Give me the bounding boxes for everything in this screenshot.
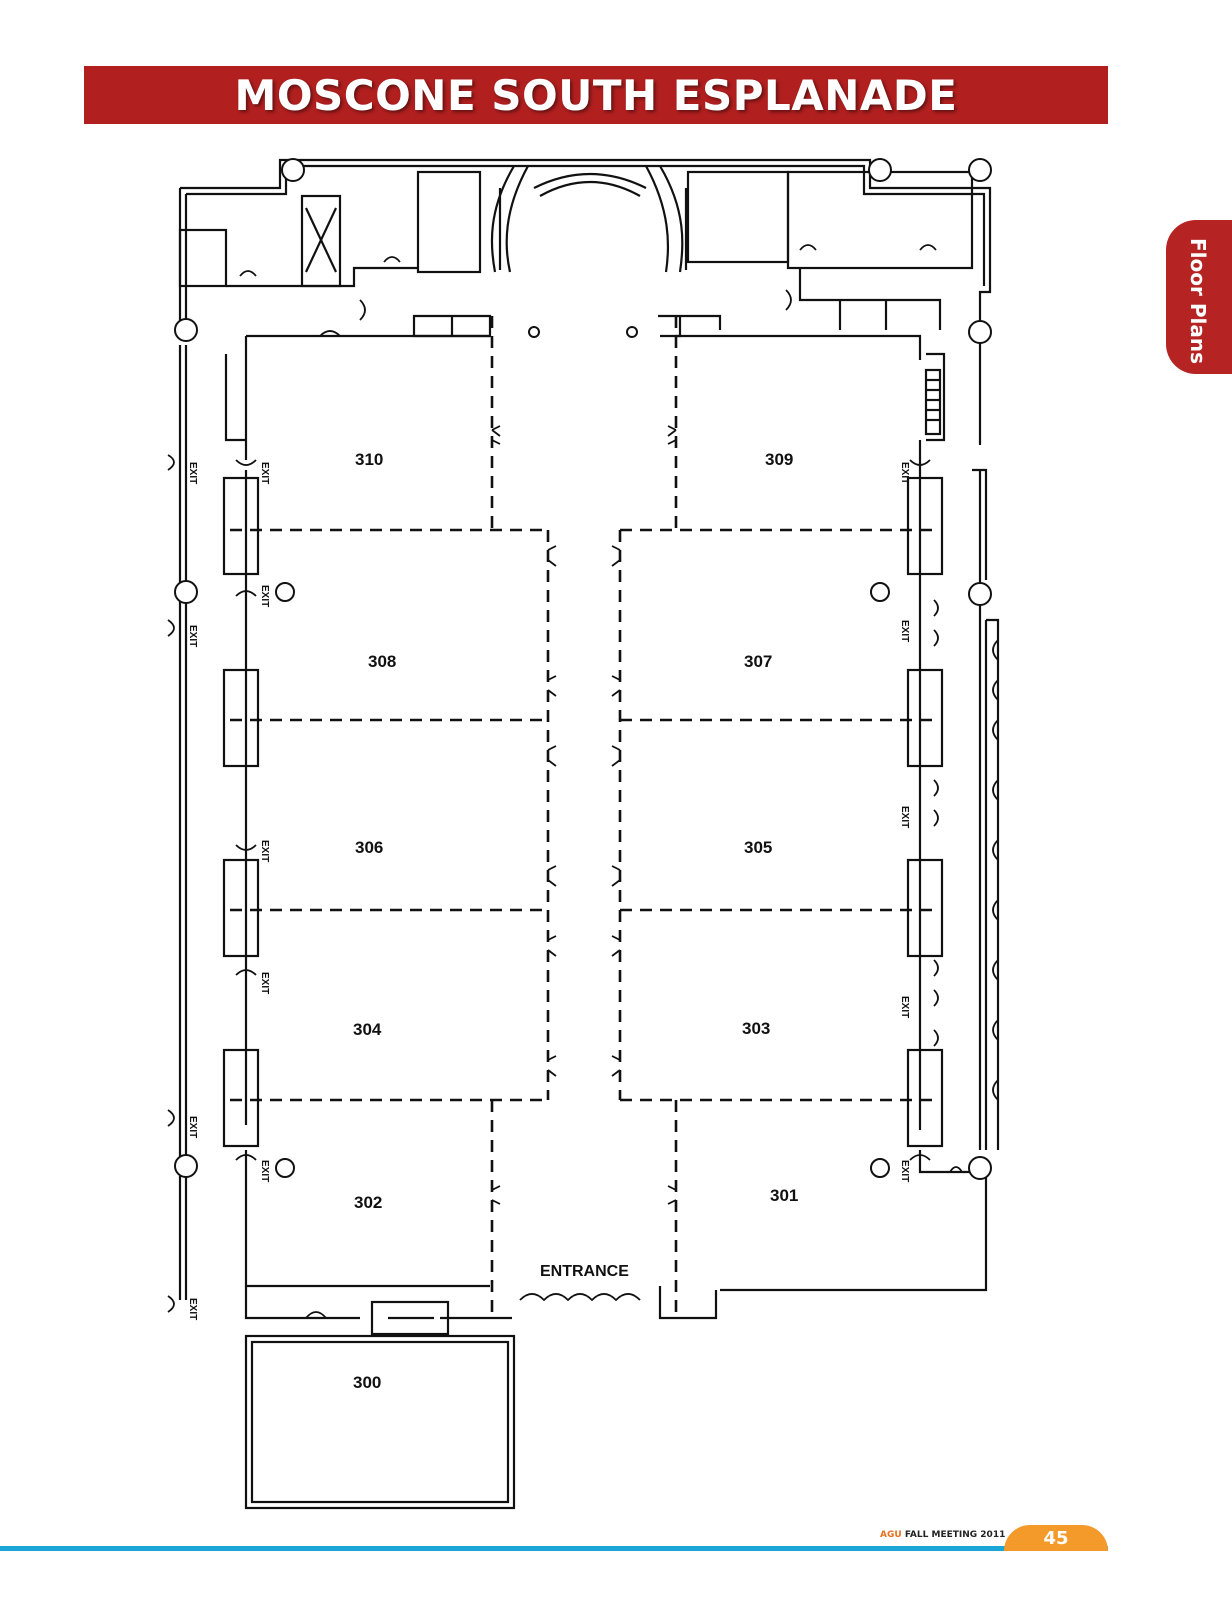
exit-sign: EXIT — [259, 840, 270, 862]
room-label-301: 301 — [770, 1186, 798, 1205]
page-number-tab: 45 — [1004, 1525, 1108, 1551]
room-label-304: 304 — [353, 1020, 382, 1039]
exit-sign: EXIT — [187, 1116, 198, 1138]
exit-sign: EXIT — [259, 462, 270, 484]
room-label-309: 309 — [765, 450, 793, 469]
page-title-banner: MOSCONE SOUTH ESPLANADE — [84, 66, 1108, 124]
exit-sign: EXIT — [259, 585, 270, 607]
room-label-300: 300 — [353, 1373, 381, 1392]
exit-sign: EXIT — [899, 996, 910, 1018]
room-300-outline — [244, 1300, 516, 1510]
footer-rule — [0, 1546, 1108, 1551]
exit-sign: EXIT — [259, 1160, 270, 1182]
columns — [174, 158, 992, 1180]
exit-sign: EXIT — [187, 462, 198, 484]
exit-sign: EXIT — [187, 625, 198, 647]
room-label-310: 310 — [355, 450, 383, 469]
section-tab-label: Floor Plans — [1186, 238, 1210, 364]
exit-sign: EXIT — [899, 806, 910, 828]
page-title: MOSCONE SOUTH ESPLANADE — [234, 70, 958, 120]
exit-sign: EXIT — [187, 1298, 198, 1320]
room-label-303: 303 — [742, 1019, 770, 1038]
exit-signs: EXIT EXIT EXIT EXIT EXIT EXIT EXIT EXIT … — [187, 462, 910, 1320]
room-labels: 310 309 308 307 306 305 304 303 302 301 … — [353, 450, 798, 1392]
exit-sign: EXIT — [899, 462, 910, 484]
room-label-308: 308 — [368, 652, 396, 671]
side-stair — [924, 368, 942, 436]
grand-staircase — [490, 165, 688, 273]
exit-sign: EXIT — [899, 620, 910, 642]
footer-event: AGU FALL MEETING 2011 — [880, 1530, 1005, 1540]
service-rooms — [178, 170, 974, 338]
page-number: 45 — [1043, 1527, 1069, 1549]
movable-partitions — [230, 316, 938, 1320]
entrance-label: ENTRANCE — [540, 1263, 629, 1280]
outer-walls — [178, 158, 1000, 1300]
room-label-307: 307 — [744, 652, 772, 671]
room-label-302: 302 — [354, 1193, 382, 1212]
footer-brand: AGU — [880, 1530, 902, 1540]
room-label-305: 305 — [744, 838, 772, 857]
exit-sign: EXIT — [259, 972, 270, 994]
room-label-306: 306 — [355, 838, 383, 857]
footer-event-name: FALL MEETING 2011 — [904, 1530, 1006, 1540]
wall-partitions — [222, 476, 944, 1148]
main-hall-walls — [224, 334, 988, 1320]
exit-sign: EXIT — [899, 1160, 910, 1182]
section-tab[interactable]: Floor Plans — [1166, 220, 1232, 374]
doors — [167, 244, 999, 1319]
